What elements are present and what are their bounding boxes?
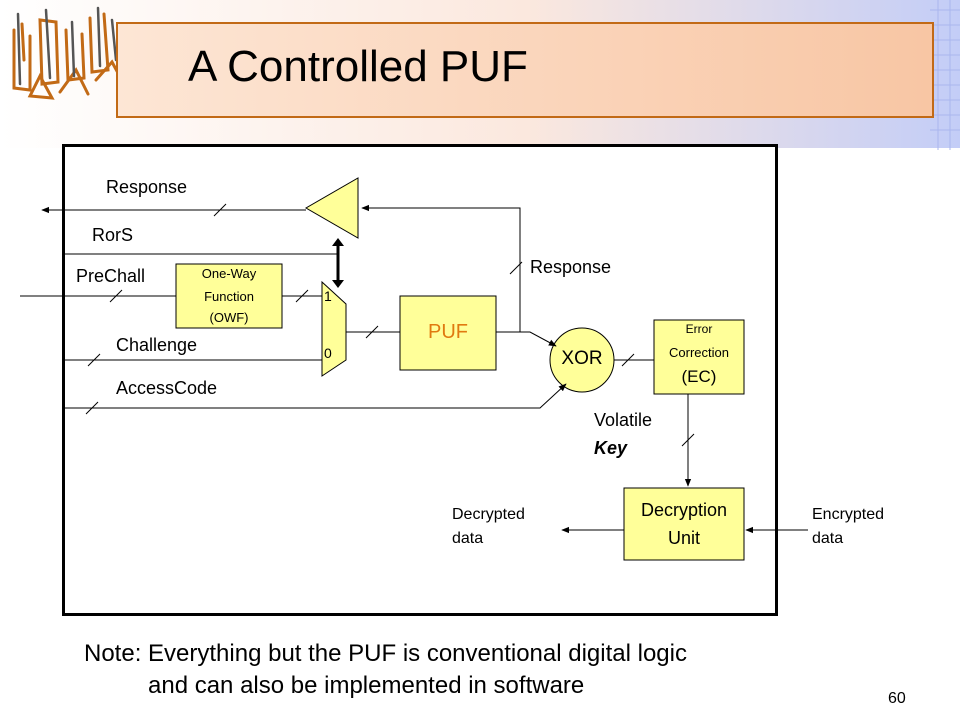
decrypted-line1: Decrypted: [452, 506, 525, 523]
decryption-line1: Decryption: [640, 500, 728, 520]
puf-label: PUF: [428, 321, 468, 343]
slide-title: A Controlled PUF: [188, 42, 528, 91]
access-code-label: AccessCode: [116, 378, 218, 398]
volatile-label: Volatile: [594, 410, 653, 430]
ec-line1: Error: [685, 322, 713, 336]
encrypted-line1: Encrypted: [812, 506, 885, 523]
response-label: Response: [530, 257, 612, 277]
ec-box: [653, 319, 745, 395]
mux-input-1: 1: [324, 288, 332, 304]
response-out-label: Response: [106, 177, 188, 197]
note-line-1: Note: Everything but the PUF is conventi…: [84, 640, 687, 667]
ec-line2: Correction: [669, 345, 729, 360]
owf-line1: One-Way: [201, 266, 257, 281]
puf-to-xor-wire: [496, 331, 557, 347]
owf-line2: Function: [204, 289, 254, 304]
page-number: 60: [888, 690, 906, 707]
ec-line3: (EC): [681, 367, 717, 386]
decryption-line2: Unit: [667, 528, 700, 548]
key-label: Key: [594, 438, 628, 458]
rors-label: RorS: [92, 225, 134, 245]
challenge-label: Challenge: [116, 335, 198, 355]
decrypted-line2: data: [452, 530, 484, 547]
city-logo-icon: [12, 6, 126, 100]
mux-input-0: 0: [324, 345, 332, 361]
grid-decoration-icon: [930, 0, 960, 150]
slide-note: Note: Everything but the PUF is conventi…: [84, 638, 687, 702]
encrypted-line2: data: [812, 530, 844, 547]
mux-shape: [321, 280, 347, 377]
response-feedback-wire: [361, 204, 521, 332]
decryption-box: [623, 487, 745, 561]
owf-box: [175, 263, 283, 329]
puf-box: [399, 295, 497, 371]
title-band: [116, 22, 934, 118]
xor-label: XOR: [561, 348, 603, 369]
buffer-triangle: [304, 177, 359, 239]
note-line-2: and can also be implemented in software: [148, 672, 585, 699]
prechall-label: PreChall: [76, 266, 146, 286]
access-code-wire: [62, 383, 567, 409]
owf-line3: (OWF): [209, 310, 249, 325]
